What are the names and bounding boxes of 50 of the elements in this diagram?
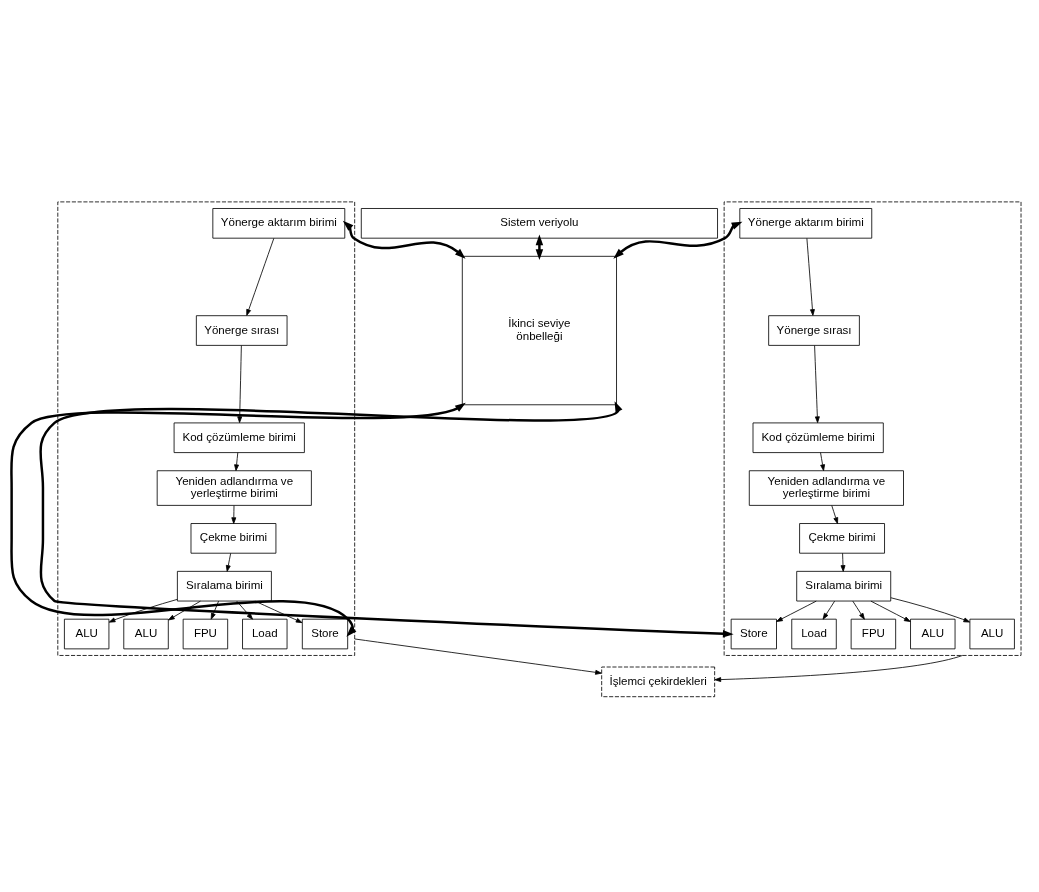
node-box: Kod çözümleme birimi (173, 422, 305, 453)
arrow (820, 452, 825, 472)
arrow (108, 598, 178, 623)
node-box: Yönerge sırası (195, 315, 288, 346)
node-box: İkinci seviye önbelleği (461, 255, 617, 406)
node-box: Yeniden adlandırma ve yerleştirme birimi (156, 470, 312, 506)
node-box: Yönerge aktarım birimi (212, 208, 346, 239)
arrow (890, 597, 971, 623)
arrow (354, 638, 602, 675)
node-box: Sıralama birimi (796, 570, 892, 602)
node-box: ALU (910, 618, 956, 650)
arrow (870, 600, 911, 622)
node-box: Store (301, 618, 349, 650)
node-box: Çekme birimi (190, 523, 277, 554)
node-box: İşlemci çekirdekleri (601, 666, 716, 698)
arrow (210, 600, 219, 620)
arrow (237, 345, 243, 423)
arrow (168, 600, 201, 621)
node-box: Sistem veriyolu (360, 208, 718, 239)
node-box: Sıralama birimi (176, 570, 272, 602)
arrow (246, 238, 275, 316)
node-box: ALU (64, 618, 110, 650)
arrow (342, 220, 466, 259)
arrow (10, 402, 466, 637)
arrow (225, 552, 232, 572)
arrow (39, 401, 734, 638)
arrow (776, 600, 817, 622)
arrow (613, 221, 743, 259)
arrow (806, 238, 815, 316)
arrow (234, 452, 239, 472)
node-box: Yönerge sırası (768, 315, 860, 346)
arrow (714, 655, 963, 682)
node-box: Çekme birimi (799, 523, 885, 554)
node-box: Store (730, 618, 777, 650)
node-box: Yeniden adlandırma ve yerleştirme birimi (748, 470, 904, 506)
arrow (822, 600, 836, 620)
node-box: ALU (123, 618, 169, 650)
node-box: FPU (850, 618, 897, 650)
node-box: Load (242, 618, 288, 650)
arrow (231, 505, 237, 524)
arrow (814, 345, 820, 423)
arrow (852, 600, 865, 620)
node-box: Yönerge aktarım birimi (739, 208, 873, 239)
node-box: ALU (969, 618, 1015, 650)
node-box: FPU (182, 618, 229, 650)
node-box: Load (791, 618, 837, 650)
arrow (840, 552, 846, 572)
arrow (831, 505, 839, 524)
arrow (236, 600, 253, 620)
node-box: Kod çözümleme birimi (752, 422, 884, 453)
